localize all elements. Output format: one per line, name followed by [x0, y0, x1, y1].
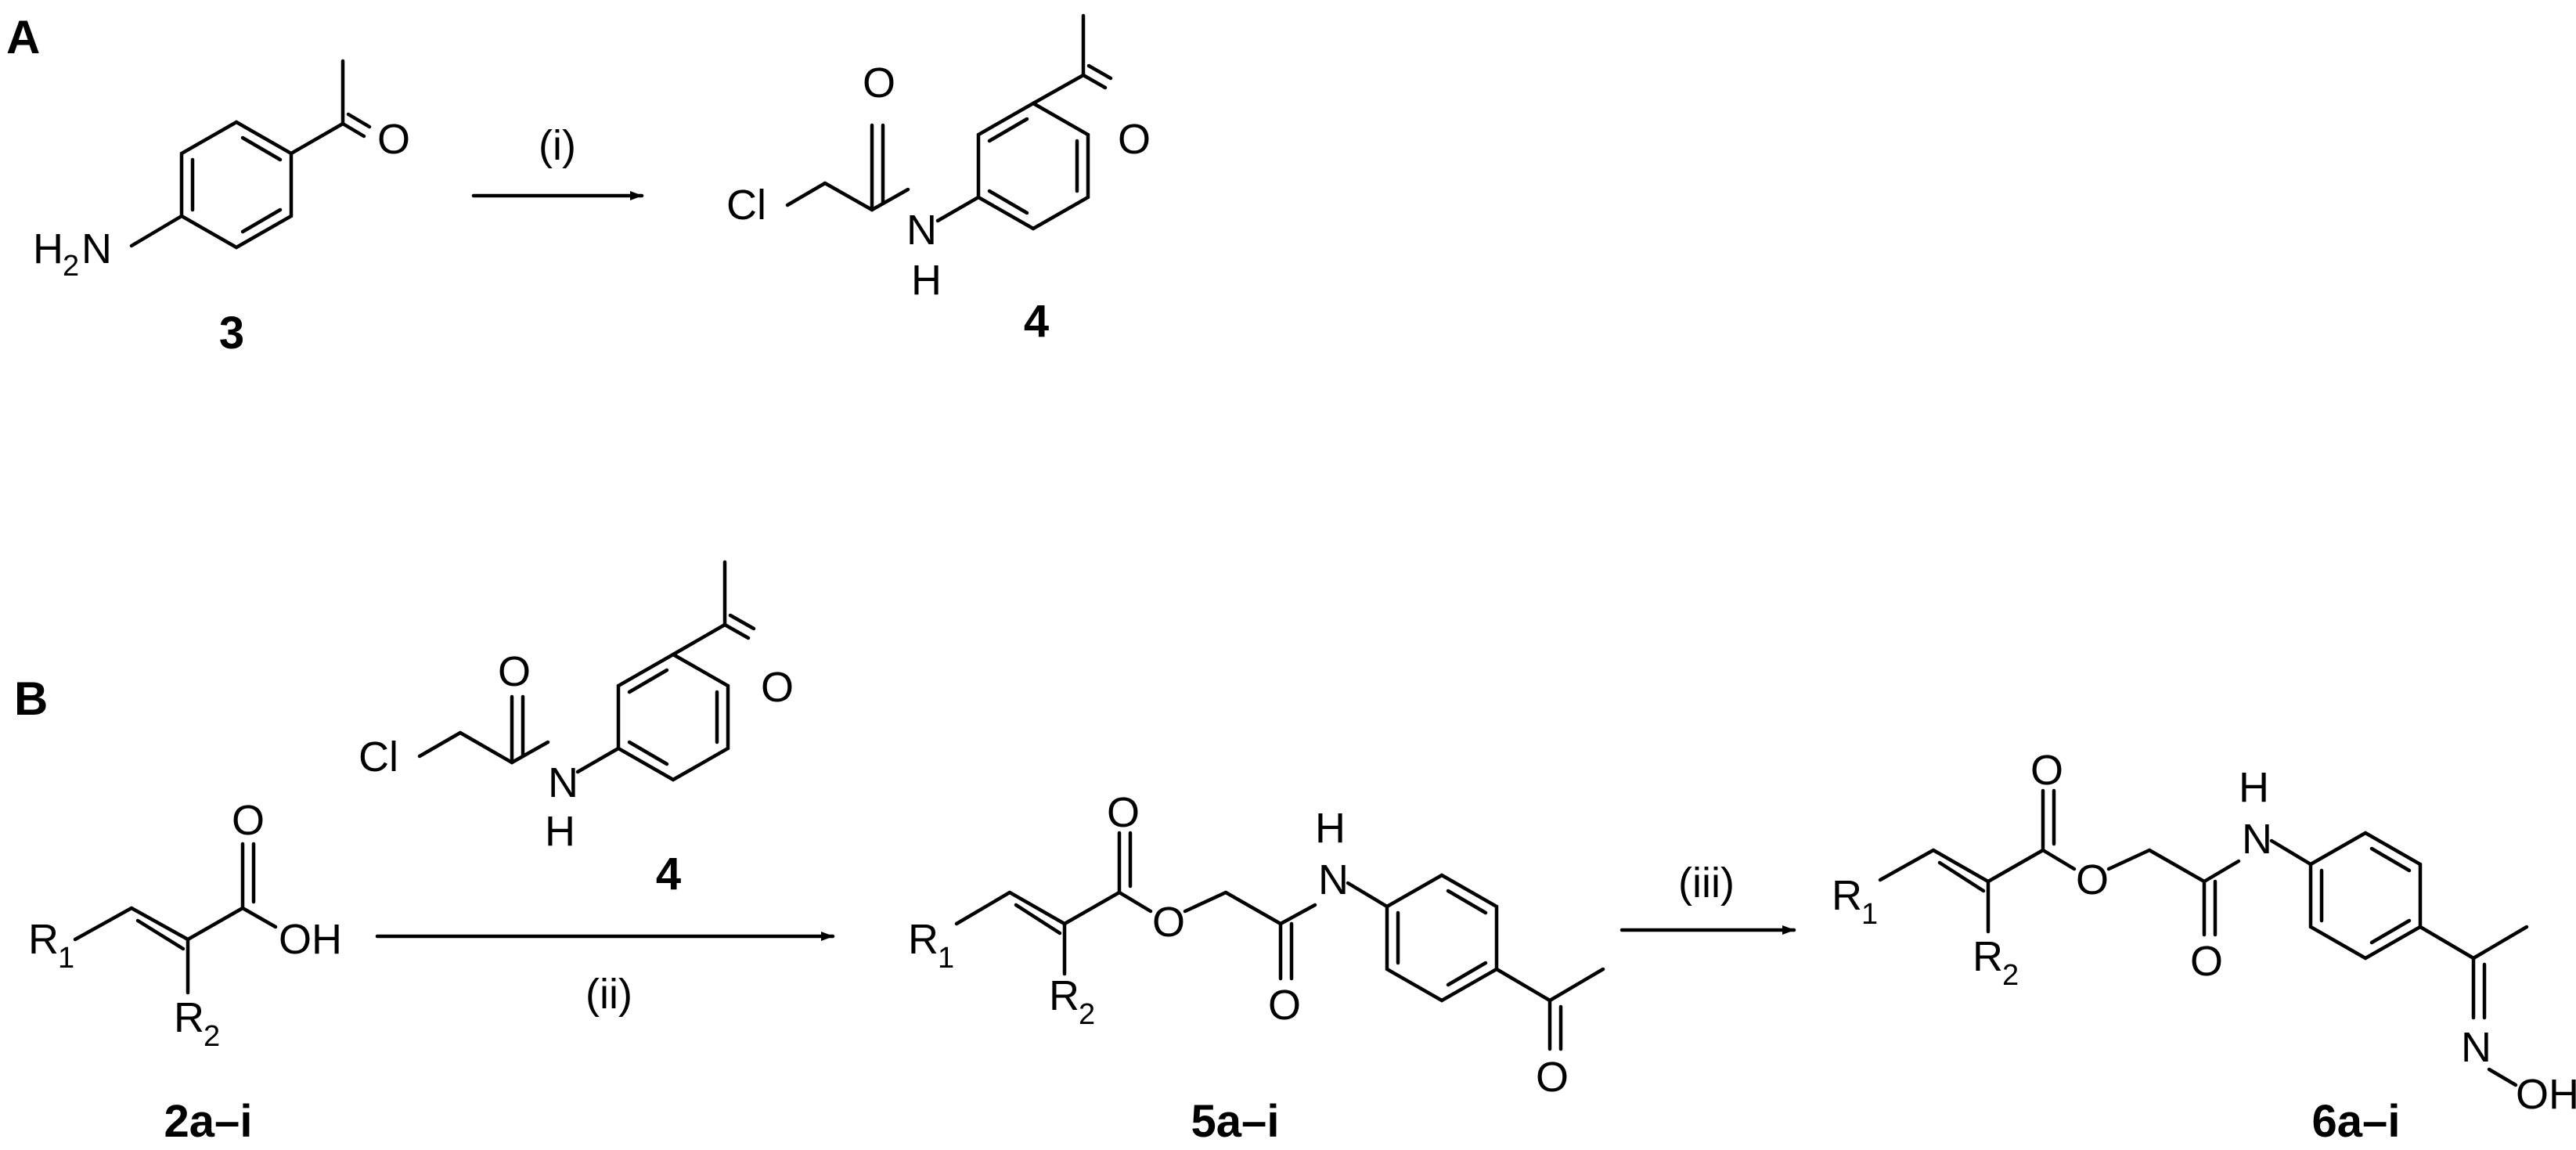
compound-5-structure: R 1 R 2 O O O H N O	[908, 789, 1605, 1101]
atom-o: O	[2190, 938, 2223, 985]
compound-3-structure: O H 2 N	[33, 59, 410, 283]
atom-o: O	[1152, 899, 1185, 946]
atom-oh: OH	[279, 916, 342, 963]
atom-o: O	[863, 59, 895, 106]
atom-r: R	[174, 994, 204, 1041]
compound-4-structure: Cl O N H O	[726, 13, 1151, 304]
panel-label-a: A	[6, 11, 40, 63]
atom-cl: Cl	[358, 734, 398, 780]
compound-label-4-reagent: 4	[656, 849, 681, 899]
atom-n: N	[81, 225, 112, 272]
atom-n: N	[548, 759, 578, 806]
panel-label-b: B	[14, 672, 48, 725]
atom-oh: OH	[2516, 1071, 2576, 1118]
compound-label-6a-i: 6a–i	[2312, 1096, 2401, 1147]
compound-label-2a-i: 2a–i	[164, 1096, 253, 1147]
compound-label-5a-i: 5a–i	[1191, 1096, 1280, 1147]
atom-subscript-2: 2	[204, 1020, 220, 1053]
atom-h: H	[2239, 764, 2269, 811]
atom-n: N	[1318, 856, 1349, 903]
atom-n: N	[2461, 1024, 2491, 1071]
atom-o: O	[761, 664, 794, 711]
atom-h: H	[1315, 805, 1346, 852]
atom-o: O	[1536, 1054, 1569, 1101]
atom-n: N	[2242, 816, 2272, 863]
atom-o: O	[1268, 982, 1301, 1029]
condition-i: (i)	[539, 122, 576, 169]
atom-subscript-2: 2	[1079, 998, 1095, 1031]
atom-o: O	[232, 797, 265, 844]
atom-subscript-2: 2	[2002, 959, 2019, 992]
atom-subscript-1: 1	[938, 942, 954, 975]
compound-6-structure: R 1 R 2 O O O H N N OH	[1832, 747, 2576, 1118]
compound-4-reagent-structure: Cl O N H O	[358, 560, 794, 855]
atom-cl: Cl	[726, 182, 766, 229]
condition-ii: (ii)	[585, 971, 632, 1018]
atom-r: R	[908, 916, 939, 963]
compound-label-4: 4	[1024, 296, 1049, 347]
atom-subscript-2: 2	[63, 250, 79, 283]
atom-o: O	[2076, 856, 2109, 903]
atom-subscript-1: 1	[58, 942, 74, 975]
atom-r: R	[1049, 972, 1079, 1019]
atom-n: N	[906, 207, 937, 254]
atom-r: R	[28, 916, 59, 963]
atom-h: H	[545, 808, 575, 855]
atom-r: R	[1973, 933, 2003, 980]
atom-o: O	[2030, 747, 2063, 794]
atom-r: R	[1832, 872, 1862, 919]
atom-o: O	[1118, 116, 1151, 163]
atom-o: O	[377, 116, 410, 163]
compound-label-3: 3	[219, 308, 244, 359]
condition-iii: (iii)	[1678, 860, 1735, 907]
atom-h: H	[911, 257, 942, 304]
atom-subscript-1: 1	[1861, 898, 1878, 931]
compound-2-structure: R 1 R 2 O OH	[28, 797, 342, 1053]
atom-h: H	[33, 225, 63, 272]
atom-o: O	[498, 648, 531, 695]
atom-o: O	[1107, 789, 1140, 836]
